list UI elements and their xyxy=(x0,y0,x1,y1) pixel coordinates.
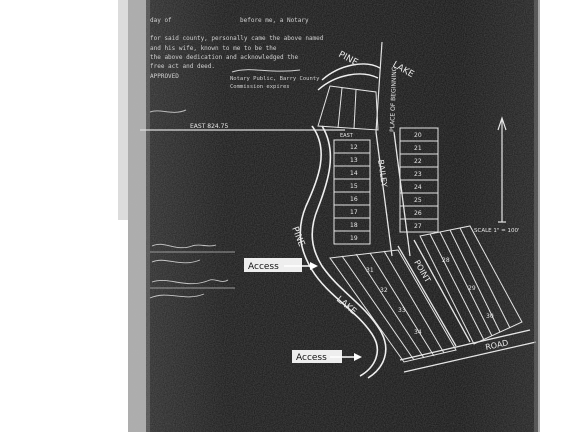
svg-text:15: 15 xyxy=(350,183,358,190)
svg-text:31: 31 xyxy=(366,267,374,274)
lot-numbers-right: 20 21 22 23 24 25 26 27 xyxy=(414,132,422,230)
lake-shoreline xyxy=(299,125,387,379)
east-bearing-label: EAST 824.75 xyxy=(190,123,228,130)
svg-text:19: 19 xyxy=(350,235,358,242)
place-of-beginning-label: PLACE OF BEGINNING xyxy=(389,66,398,132)
svg-text:28: 28 xyxy=(442,257,450,264)
svg-text:32: 32 xyxy=(380,287,388,294)
svg-text:day of: day of xyxy=(150,17,172,24)
svg-text:13: 13 xyxy=(350,157,358,164)
svg-text:12: 12 xyxy=(350,144,358,151)
svg-text:29: 29 xyxy=(468,285,476,292)
svg-text:Access: Access xyxy=(248,262,279,272)
svg-text:free act and deed.: free act and deed. xyxy=(150,63,215,70)
acknowledgement-text-block: day of before me, a Notary for said coun… xyxy=(149,17,324,113)
svg-text:the above dedication and ackno: the above dedication and acknowledged th… xyxy=(150,54,298,61)
upper-lots xyxy=(317,85,379,131)
svg-text:33: 33 xyxy=(398,307,406,314)
svg-text:before me, a Notary: before me, a Notary xyxy=(240,17,309,24)
lot-column-left xyxy=(333,139,371,245)
scale-note: SCALE 1" = 100' xyxy=(474,228,520,234)
access-marker-lower: Access xyxy=(292,350,362,363)
svg-text:Access: Access xyxy=(296,353,327,363)
svg-text:APPROVED: APPROVED xyxy=(150,73,179,80)
svg-text:18: 18 xyxy=(350,222,358,229)
svg-text:for said county, personally ca: for said county, personally came the abo… xyxy=(150,35,324,42)
svg-text:16: 16 xyxy=(350,196,358,203)
svg-text:25: 25 xyxy=(414,197,422,204)
svg-text:27: 27 xyxy=(414,223,422,230)
svg-text:22: 22 xyxy=(414,158,422,165)
lot-column-right xyxy=(399,127,439,233)
signature-block xyxy=(149,243,235,299)
svg-text:14: 14 xyxy=(350,170,358,177)
north-arrow-icon xyxy=(497,116,507,223)
svg-text:and his wife, known to me to b: and his wife, known to me to be the xyxy=(150,45,277,52)
svg-text:26: 26 xyxy=(414,210,422,217)
svg-text:23: 23 xyxy=(414,171,422,178)
svg-text:20: 20 xyxy=(414,132,422,139)
lot-diagonal-west xyxy=(329,249,457,363)
lot-diagonal-east xyxy=(419,225,523,345)
svg-text:34: 34 xyxy=(414,329,422,336)
access-marker-upper: Access xyxy=(244,258,318,272)
lot-numbers-left: 12 13 14 15 16 17 18 19 xyxy=(350,144,358,242)
svg-text:Notary Public, Barry County: Notary Public, Barry County xyxy=(230,76,320,82)
svg-text:17: 17 xyxy=(350,209,358,216)
svg-text:24: 24 xyxy=(414,184,422,191)
svg-text:Commission expires: Commission expires xyxy=(230,84,290,90)
svg-text:21: 21 xyxy=(414,145,422,152)
svg-text:30: 30 xyxy=(486,313,494,320)
east-label: EAST xyxy=(340,133,354,139)
road-label-vertical: BAILEY xyxy=(376,159,389,188)
